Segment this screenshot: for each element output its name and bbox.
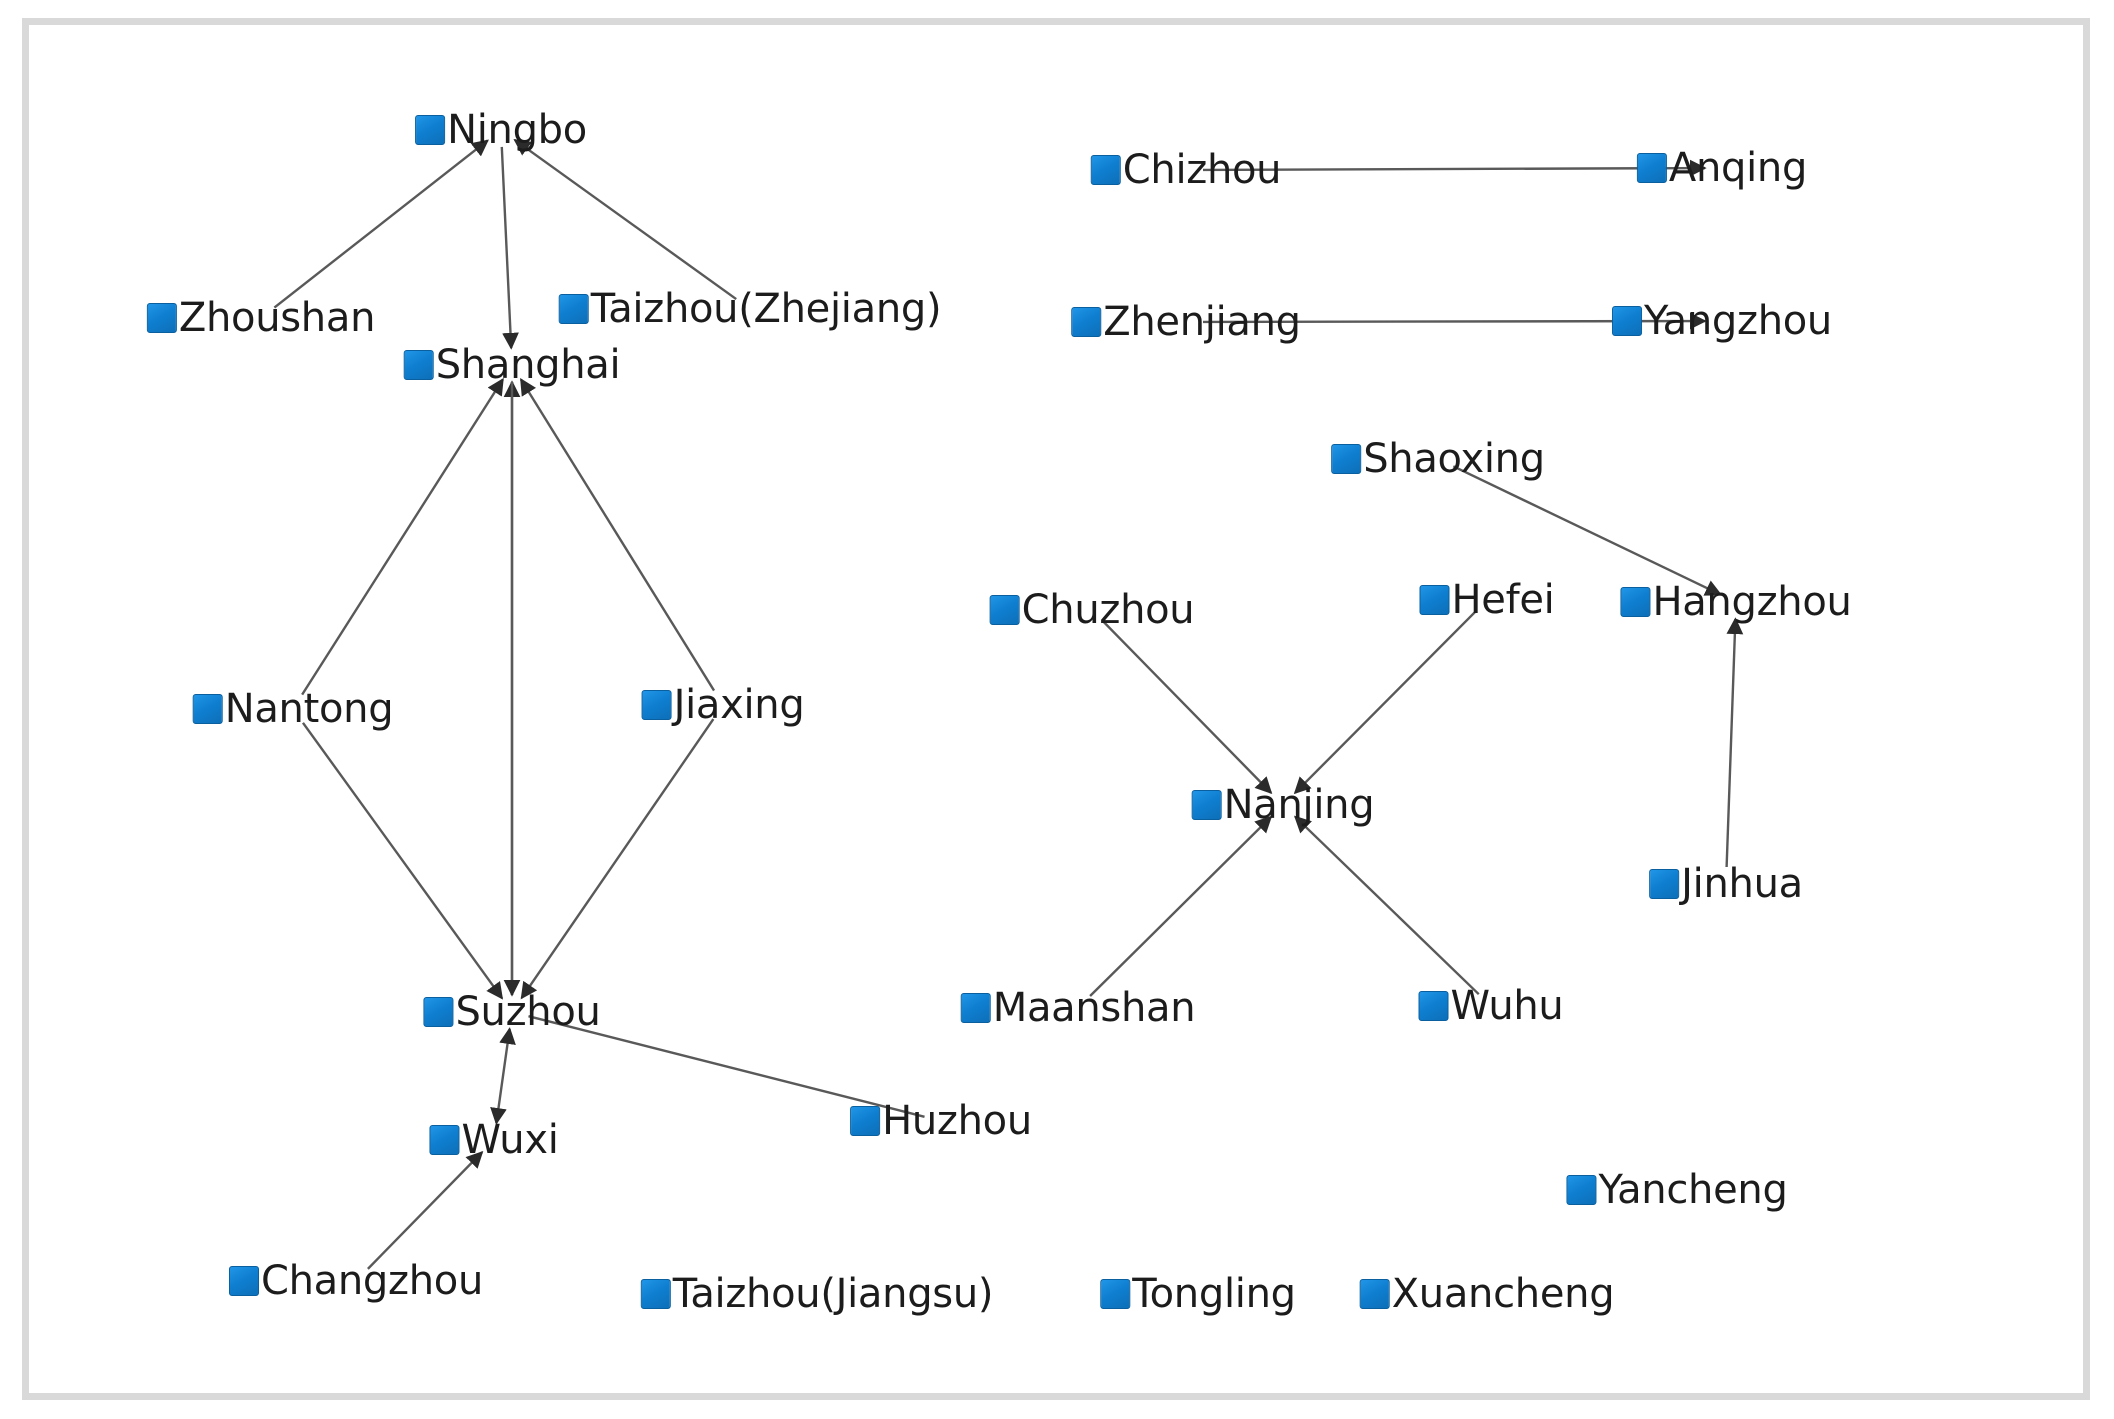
- node-label: Hangzhou: [1652, 579, 1852, 625]
- graph-node-jinhua[interactable]: Jinhua: [1649, 864, 1803, 904]
- graph-node-wuhu[interactable]: Wuhu: [1418, 983, 1564, 1029]
- node-square-icon: [1071, 307, 1102, 337]
- graph-node-changzhou[interactable]: Changzhou: [228, 1258, 484, 1304]
- node-square-icon: [641, 690, 672, 720]
- node-square-icon: [1636, 153, 1667, 183]
- node-square-icon: [558, 294, 589, 324]
- node-square-icon: [415, 115, 446, 145]
- graph-node-shaoxing[interactable]: Shaoxing: [1331, 439, 1545, 479]
- node-square-icon: [960, 993, 991, 1023]
- node-square-icon: [1419, 585, 1450, 615]
- node-label: Chizhou: [1122, 147, 1282, 193]
- node-square-icon: [1649, 869, 1680, 899]
- graph-node-huzhou[interactable]: Huzhou: [850, 1101, 1032, 1141]
- graph-node-yangzhou[interactable]: Yangzhou: [1612, 301, 1832, 341]
- node-label: Taizhou(Jiangsu): [672, 1271, 994, 1317]
- node-square-icon: [640, 1279, 671, 1309]
- node-label: Ningbo: [447, 107, 587, 153]
- node-square-icon: [989, 595, 1020, 625]
- node-square-icon: [1620, 587, 1651, 617]
- node-square-icon: [1418, 991, 1449, 1021]
- node-label: Wuxi: [461, 1117, 559, 1163]
- graph-node-zhenjiang[interactable]: Zhenjiang: [1071, 302, 1301, 342]
- graph-node-xuancheng[interactable]: Xuancheng: [1359, 1271, 1615, 1317]
- node-label: Nantong: [224, 686, 394, 732]
- graph-node-chuzhou[interactable]: Chuzhou: [989, 587, 1195, 633]
- node-label: Shaoxing: [1363, 436, 1545, 482]
- graph-node-taizhoujiangsu[interactable]: Taizhou(Jiangsu): [640, 1271, 994, 1317]
- node-label: Wuhu: [1450, 983, 1564, 1029]
- node-square-icon: [850, 1106, 881, 1136]
- node-label: Jinhua: [1681, 861, 1803, 907]
- node-label: Chuzhou: [1021, 587, 1195, 633]
- node-square-icon: [403, 350, 434, 380]
- graph-node-suzhou[interactable]: Suzhou: [423, 989, 601, 1035]
- node-label: Zhoushan: [178, 295, 376, 341]
- node-label: Shanghai: [435, 342, 621, 388]
- graph-node-zhoushan[interactable]: Zhoushan: [146, 295, 376, 341]
- graph-node-ningbo[interactable]: Ningbo: [415, 110, 587, 150]
- node-label: Taizhou(Zhejiang): [590, 286, 942, 332]
- node-square-icon: [1566, 1175, 1597, 1205]
- node-label: Xuancheng: [1391, 1271, 1615, 1317]
- graph-node-tongling[interactable]: Tongling: [1100, 1271, 1296, 1317]
- node-label: Zhenjiang: [1103, 299, 1301, 345]
- graph-node-wuxi[interactable]: Wuxi: [429, 1117, 559, 1163]
- node-square-icon: [1191, 790, 1222, 820]
- graph-node-yancheng[interactable]: Yancheng: [1566, 1167, 1788, 1213]
- graph-node-nantong[interactable]: Nantong: [192, 686, 394, 732]
- graph-node-chizhou[interactable]: Chizhou: [1090, 147, 1282, 193]
- graph-node-hangzhou[interactable]: Hangzhou: [1620, 579, 1852, 625]
- node-label: Tongling: [1132, 1271, 1296, 1317]
- graph-node-hefei[interactable]: Hefei: [1419, 577, 1555, 623]
- graph-node-maanshan[interactable]: Maanshan: [960, 985, 1196, 1031]
- node-label: Suzhou: [455, 989, 601, 1035]
- graph-node-anqing[interactable]: Anqing: [1636, 145, 1808, 191]
- node-square-icon: [228, 1266, 259, 1296]
- node-label: Yangzhou: [1644, 298, 1832, 344]
- node-square-icon: [1090, 155, 1121, 185]
- node-label: Anqing: [1668, 145, 1808, 191]
- graph-node-taizhouzhejiang[interactable]: Taizhou(Zhejiang): [558, 286, 942, 332]
- node-square-icon: [1359, 1279, 1390, 1309]
- node-square-icon: [1331, 444, 1362, 474]
- node-label: Changzhou: [260, 1258, 484, 1304]
- node-square-icon: [423, 997, 454, 1027]
- graph-node-nanjing[interactable]: Nanjing: [1191, 782, 1375, 828]
- node-label: Nanjing: [1223, 782, 1375, 828]
- node-square-icon: [146, 303, 177, 333]
- node-label: Huzhou: [882, 1098, 1032, 1144]
- node-label: Hefei: [1451, 577, 1555, 623]
- node-label: Yancheng: [1598, 1167, 1788, 1213]
- node-square-icon: [429, 1125, 460, 1155]
- node-label: Maanshan: [992, 985, 1196, 1031]
- node-square-icon: [1612, 306, 1643, 336]
- node-square-icon: [1100, 1279, 1131, 1309]
- graph-node-jiaxing[interactable]: Jiaxing: [641, 682, 805, 728]
- node-square-icon: [192, 694, 223, 724]
- graph-node-shanghai[interactable]: Shanghai: [403, 342, 621, 388]
- node-label: Jiaxing: [673, 682, 805, 728]
